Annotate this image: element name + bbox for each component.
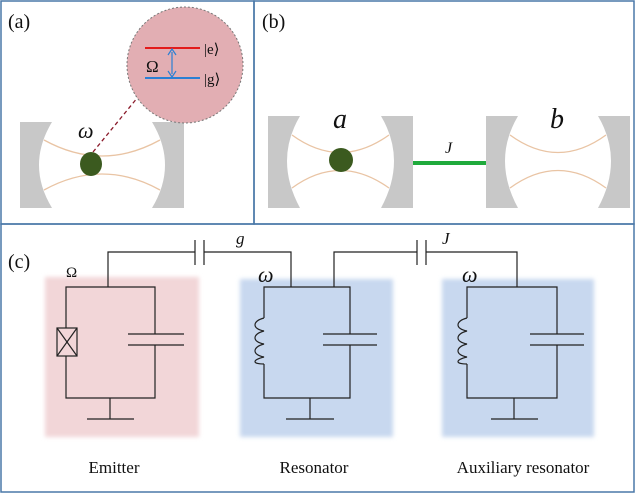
coupling-wires [107, 240, 518, 287]
panel-a-label: (a) [8, 11, 30, 33]
emitter-wire [107, 251, 195, 287]
aux-resonator-circuit [457, 286, 584, 420]
coupling-g-label: g [236, 229, 245, 248]
josephson-junction [56, 327, 78, 357]
cavity-frequency-label: ω [78, 118, 94, 143]
junction-cross-2 [56, 327, 78, 357]
emitter-background [45, 277, 199, 437]
caption-aux-resonator: Auxiliary resonator [457, 458, 590, 477]
mode-a-label: a [333, 104, 347, 135]
aux-inductor [457, 317, 468, 365]
panel-b-frame [253, 0, 635, 225]
aux-frequency-label: ω [462, 262, 478, 287]
cavity-b-mirror-left [486, 116, 518, 208]
beam-waist-top [43, 139, 161, 157]
excited-state-label: |e⟩ [204, 42, 220, 58]
cavity-a-atom [329, 148, 353, 172]
ground-state-label: |g⟩ [204, 72, 220, 88]
resonator-circuit [254, 286, 377, 420]
resonator-wire-left [204, 251, 292, 287]
rabi-label: Ω [146, 57, 159, 76]
cavity-a [268, 116, 413, 208]
cavity-b-mirror-right [598, 116, 630, 208]
mirror-left [20, 122, 52, 208]
cavity-a-single [20, 122, 184, 208]
aux-bottom-rail [466, 345, 558, 399]
zoom-circle [126, 6, 244, 124]
beam-waist-bottom [43, 173, 161, 191]
resonator-top-rail [263, 286, 351, 334]
cavity-a-mirror-right [381, 116, 413, 208]
level-diagram: Ω |e⟩ |g⟩ [126, 6, 244, 124]
transition-arrow-up [167, 47, 177, 56]
cavity-b-beam-bottom [509, 169, 607, 189]
cavity-b-beam-top [509, 134, 607, 154]
aux-top-rail [466, 286, 558, 334]
coupling-J-label-c: J [442, 229, 451, 248]
aux-wire [426, 251, 518, 287]
mode-b-label: b [550, 104, 564, 135]
cavity-a-mirror-left [268, 116, 300, 208]
emitter-top-rail [65, 286, 156, 334]
caption-emitter: Emitter [89, 458, 140, 477]
emitter-circuit [56, 286, 184, 420]
mirror-right [152, 122, 184, 208]
caption-resonator: Resonator [280, 458, 349, 477]
panel-c-frame [0, 223, 635, 493]
emitter-rabi-label: Ω [66, 265, 77, 281]
coupling-J-label: J [445, 140, 453, 157]
panel-b-label: (b) [262, 11, 285, 33]
resonator-wire-right [333, 251, 417, 287]
cavity-a-beam-bottom [291, 169, 390, 189]
resonator-background [240, 279, 393, 437]
panel-c-label: (c) [8, 251, 30, 273]
resonator-inductor [254, 317, 265, 365]
resonator-frequency-label: ω [258, 262, 274, 287]
transition-arrow-down [167, 70, 177, 79]
atom [80, 152, 102, 176]
resonator-bottom-rail [263, 345, 351, 399]
cavity-b [486, 116, 630, 208]
